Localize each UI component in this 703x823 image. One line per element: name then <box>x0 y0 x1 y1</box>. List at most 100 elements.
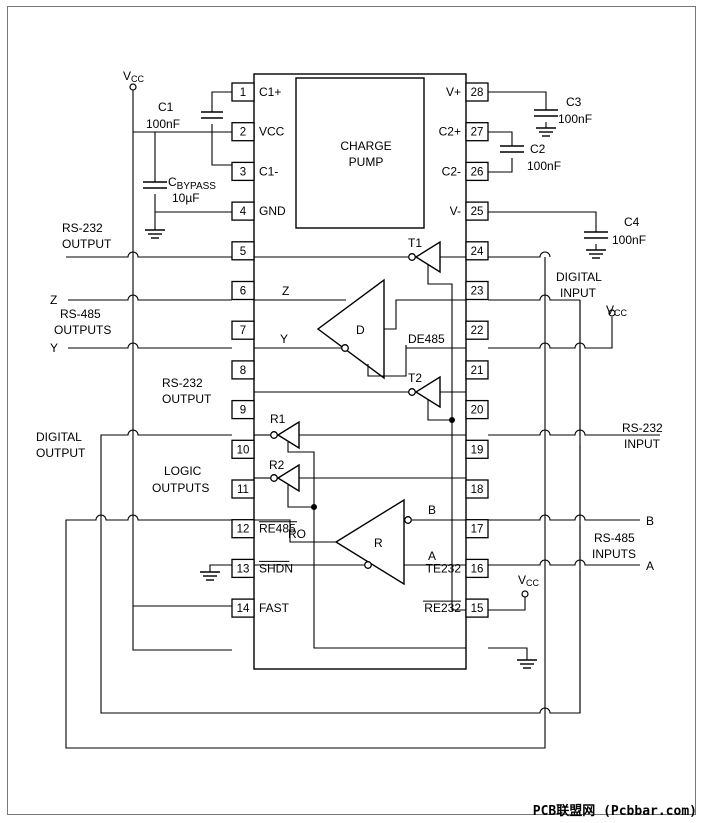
rs485-driver <box>316 278 385 380</box>
digital-output-label: OUTPUT <box>36 446 86 460</box>
pin-name: C1+ <box>259 85 281 99</box>
pin-number: 13 <box>237 563 250 575</box>
pin-number: 23 <box>471 286 484 298</box>
pin-number: 28 <box>471 87 484 99</box>
pin-name: C2+ <box>439 125 461 139</box>
r1-label: R1 <box>270 412 286 426</box>
pin5-ext-wire <box>66 251 232 258</box>
vcc-rail <box>132 90 232 651</box>
c1-value: 100nF <box>146 117 180 131</box>
receiver-ro-wire <box>254 519 336 543</box>
pin-box-left <box>231 598 255 618</box>
c1-wiring <box>211 91 232 166</box>
pin18-ext-wire <box>488 514 640 521</box>
c3-wiring <box>488 91 547 128</box>
pin12-ground-wire <box>209 564 232 572</box>
junction-dot <box>311 504 317 510</box>
vcc-label: VCC <box>606 303 628 318</box>
pin-number: 19 <box>471 444 484 456</box>
vcc-terminal <box>521 590 529 598</box>
junction-dot <box>449 417 455 423</box>
pin-box-left <box>231 439 255 459</box>
rs485-outputs-label: OUTPUTS <box>54 323 111 337</box>
c3-name: C3 <box>566 95 582 109</box>
pin-box-left <box>231 201 255 221</box>
pin-number: 18 <box>471 484 484 496</box>
charge-pump-label: PUMP <box>349 155 384 169</box>
a-input-label: A <box>646 559 654 573</box>
c4-value: 100nF <box>612 233 646 247</box>
pin-box-left <box>231 161 255 182</box>
pin-box-right <box>465 280 489 301</box>
pin-box-right <box>465 201 489 221</box>
rs485-receiver <box>334 498 405 586</box>
pin-number: 24 <box>471 246 484 258</box>
pin-number: 11 <box>237 484 249 496</box>
vcc-terminal <box>608 309 616 317</box>
pin23-ext-wire <box>488 294 580 301</box>
frame-border <box>7 6 696 815</box>
rs232-input-label: INPUT <box>624 437 661 451</box>
pin-number: 26 <box>471 166 484 178</box>
pin-number: 16 <box>471 563 484 575</box>
receiver-bubble-b <box>404 516 412 524</box>
pin-name: V- <box>450 204 461 218</box>
vcc-terminal <box>129 83 137 91</box>
pin-number: 9 <box>240 405 246 417</box>
pin-name: RE485 <box>259 522 296 536</box>
pin17-ext-wire <box>488 559 640 566</box>
t2-inverter-bubble <box>408 388 416 396</box>
digital-input-label: INPUT <box>560 286 597 300</box>
pin22-ext-wire <box>488 317 613 349</box>
pin-number: 20 <box>471 405 484 417</box>
pin16-ext-wire <box>488 597 526 611</box>
pin-name: V+ <box>446 85 461 99</box>
pin-box-left <box>231 280 255 301</box>
pin-box-left <box>231 479 255 499</box>
pin11-ext-wire <box>65 257 546 749</box>
pin-name: C2- <box>442 164 461 178</box>
pin-box-left <box>231 320 255 340</box>
driver-input-wire <box>384 299 466 330</box>
pin-number: 21 <box>471 365 484 377</box>
y-output-label: Y <box>50 341 58 355</box>
driver-y-label: Y <box>280 332 288 346</box>
vcc-label: VCC <box>518 573 540 588</box>
pin-box-right <box>465 439 489 459</box>
pin-name: GND <box>259 204 286 218</box>
pin-number: 1 <box>240 87 246 99</box>
receiver-enable-bubble <box>364 561 372 569</box>
pin-number: 7 <box>240 325 246 337</box>
pin20-ext-wire <box>488 429 660 436</box>
rs485-outputs-label: RS-485 <box>60 307 101 321</box>
pin-number: 4 <box>240 206 247 218</box>
pin24-ext-wire <box>488 251 551 258</box>
pin-box-right <box>465 161 489 182</box>
pin-box-right <box>465 519 489 539</box>
pin-name: RE232 <box>424 601 461 615</box>
driver-label: D <box>356 323 365 337</box>
pin-box-right <box>465 598 489 618</box>
b-input-label: B <box>646 514 654 528</box>
pin-number: 5 <box>240 246 246 258</box>
pin-number: 2 <box>240 127 246 139</box>
pin-name: TE232 <box>426 561 462 575</box>
pin-number: 27 <box>471 127 484 139</box>
pin-name: SHDN <box>259 561 293 575</box>
pin-number: 15 <box>471 603 484 615</box>
charge-pump-block <box>295 77 425 229</box>
pin-number: 3 <box>240 166 246 178</box>
t2-enable-wire <box>427 400 452 421</box>
driver-z-label: Z <box>282 284 289 298</box>
receiver-label: R <box>374 536 383 550</box>
watermark: PCB联盟网 (Pcbbar.com) <box>532 804 697 819</box>
pin15-ext-wire <box>488 647 528 660</box>
pin-box-right <box>465 360 489 380</box>
pin-box-right <box>465 241 489 261</box>
pin-number: 25 <box>471 206 484 218</box>
logic-outputs-label: LOGIC <box>164 464 202 478</box>
rs485-inputs-label: INPUTS <box>592 547 636 561</box>
rs232-output-label: OUTPUT <box>62 237 112 251</box>
pin-box-right <box>465 399 489 420</box>
